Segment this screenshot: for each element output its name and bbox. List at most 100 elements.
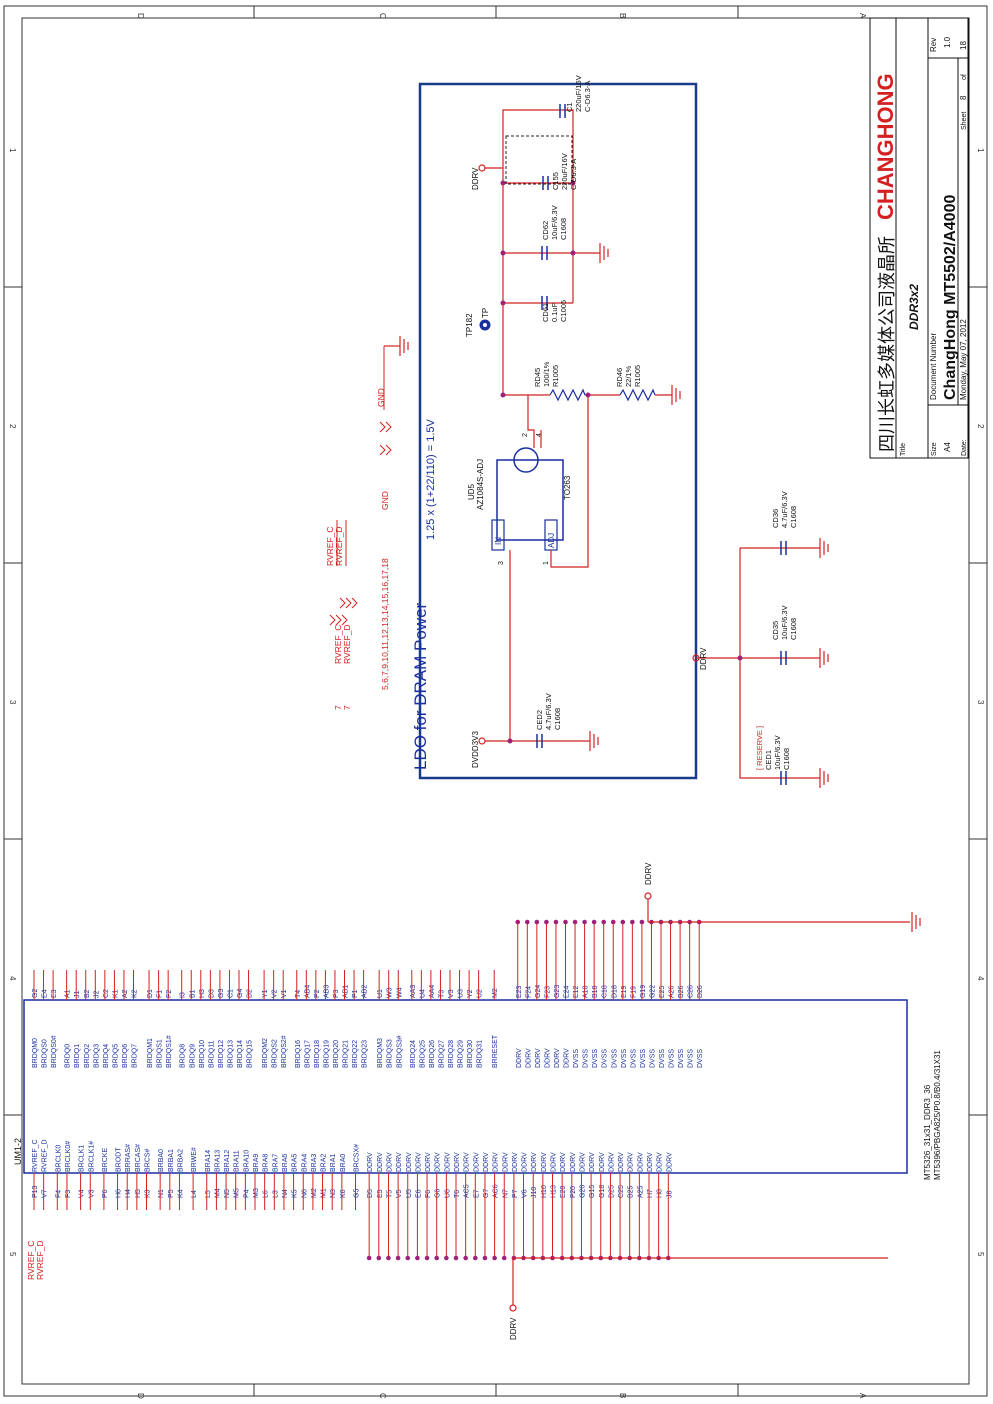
ic-left-signal-10: BRCS#	[145, 1149, 152, 1172]
rd45-label-2: R1005	[551, 365, 560, 387]
ic-right-ball-18: G3	[218, 989, 225, 998]
pin1-num: 1	[543, 561, 550, 565]
ic-left-ball-40: T6	[454, 1190, 461, 1198]
ldo-formula: 1.25 x (1+22/110) = 1.5V	[425, 418, 437, 540]
ic-left-signal-1: RVREF_D	[42, 1139, 49, 1172]
ic-left-signal-23: BRA6	[282, 1154, 289, 1172]
ic-left-signal-54: DDRV	[589, 1152, 596, 1172]
ic-right-signal-45: DDRV	[516, 1048, 523, 1068]
sheet-title: DDR3x2	[907, 284, 921, 330]
ic-left-signal-40: DDRV	[454, 1152, 461, 1172]
ic-right-ball-56: E19	[621, 985, 628, 998]
ic-left-signal-41: DDRV	[464, 1152, 471, 1172]
ic-left-signal-46: DDRV	[512, 1152, 519, 1172]
ic-right-signal-32: BRDQ23	[362, 1040, 369, 1068]
zone-top-b: B	[618, 13, 627, 18]
cd36-label-0: CD36	[771, 509, 780, 528]
rvref-d-dst: RVREF_D	[334, 526, 344, 566]
ic-right-signal-19: BRDQ13	[227, 1040, 234, 1068]
ic-right-ball-15: B1	[189, 989, 196, 998]
ic-left-signal-18: BRA11	[234, 1150, 241, 1172]
cd35-label-2: C1608	[789, 618, 798, 640]
ced1-label-1: CED1	[764, 750, 773, 770]
ic-right-signal-42: BRDQ30	[467, 1040, 474, 1068]
rd46-body	[619, 388, 656, 402]
ic-left-ball-30: G5	[354, 1189, 361, 1198]
zone-left-3: 3	[8, 700, 17, 705]
zone-left-1: 1	[8, 148, 17, 153]
ic-right-signal-55: DVSS	[611, 1049, 618, 1068]
ic-right-ball-57: F19	[630, 986, 637, 998]
ic-left-ball-49: H10	[541, 1185, 548, 1198]
ic-right-ball-21: D2	[247, 989, 254, 998]
ic-left-signal-20: BRA9	[253, 1154, 260, 1172]
ud5-part: AZ1084S-ADJ	[476, 459, 485, 510]
ic-right-signal-38: BRDQ26	[429, 1040, 436, 1068]
date-label: Date:	[961, 439, 968, 456]
ref-gnd-label: GND	[380, 491, 390, 510]
ic-right-signal-36: BRDQ24	[410, 1040, 417, 1068]
zone-left-4: 4	[8, 976, 17, 981]
ic-left-signal-61: DDRV	[657, 1152, 664, 1172]
ic-right-ball-58: G19	[640, 985, 647, 998]
c1-label-1: 220uF/16V	[574, 75, 583, 112]
ud5-body	[496, 459, 564, 541]
ic-left-signal-62: DDRV	[666, 1152, 673, 1172]
zone-left-5: 5	[8, 1252, 17, 1257]
ic-right-ball-0: G2	[32, 989, 39, 998]
ic-left-ball-32: E5	[377, 1189, 384, 1198]
ic-left-ball-6: P6	[102, 1189, 109, 1198]
ic-right-signal-7: BRDQ4	[103, 1044, 110, 1068]
ic-left-signal-32: DDRV	[377, 1152, 384, 1172]
ic-right-ball-30: AB1	[343, 985, 350, 998]
ic-left-ball-16: M4	[214, 1188, 221, 1198]
ic-left-ball-53: G20	[579, 1185, 586, 1198]
ic-left-ball-0: P13	[32, 1185, 39, 1198]
ic-right-signal-49: DDRV	[554, 1048, 561, 1068]
ic-right-ball-25: T4	[295, 990, 302, 998]
ic-right-ball-34: W3	[387, 987, 394, 998]
ic-left-ball-42: E7	[473, 1189, 480, 1198]
ic-left-signal-7: BRODT	[116, 1147, 123, 1172]
zone-right-4: 4	[976, 976, 985, 981]
ic-left-signal-42: DDRV	[473, 1152, 480, 1172]
ic-right-ball-50: E24	[564, 985, 571, 998]
ic-right-ball-43: U2	[477, 989, 484, 998]
ic-rvref-c: RVREF_C	[26, 1240, 36, 1280]
ic-right-ball-59: G22	[649, 985, 656, 998]
ic-left-ball-47: V6	[522, 1189, 529, 1198]
ic-right-signal-11: BRDQM1	[147, 1038, 154, 1068]
ic-right-signal-1: BRDQS0	[42, 1039, 49, 1068]
zone-right-2: 2	[976, 424, 985, 429]
docnum-label: Document Number	[929, 333, 938, 400]
cd61-label-2: C1005	[559, 300, 568, 322]
ic-left-ball-59: A25	[637, 1185, 644, 1198]
ic-left-signal-52: DDRV	[570, 1152, 577, 1172]
ic-right-ball-19: C1	[227, 989, 234, 998]
ic-left-signal-56: DDRV	[608, 1152, 615, 1172]
ic-right-ball-32: AB2	[362, 985, 369, 998]
ic-right-signal-59: DVSS	[649, 1049, 656, 1068]
ic-right-signal-47: DDRV	[535, 1048, 542, 1068]
ic-left-ball-44: AC6	[493, 1184, 500, 1198]
um1-2-body	[23, 999, 908, 1174]
ic-right-ball-63: C26	[688, 985, 695, 998]
ic-right-signal-4: BRDQ1	[74, 1044, 81, 1068]
ic-right-ball-13: F2	[166, 990, 173, 998]
c1-label-0: C1	[565, 102, 574, 112]
ic-right-ball-24: V1	[281, 989, 288, 998]
ic-right-ball-27: P2	[314, 989, 321, 998]
ic-left-ball-19: P4	[243, 1189, 250, 1198]
cd62-label-1: 10uF/6.3V	[550, 205, 559, 240]
ic-right-signal-17: BRDQ11	[208, 1040, 215, 1068]
ic-left-ball-38: G6	[435, 1189, 442, 1198]
ic-right-ball-35: W4	[396, 987, 403, 998]
ud5-tab	[513, 447, 539, 473]
ic-right-ball-55: D18	[611, 985, 618, 998]
ic-left-signal-48: DDRV	[531, 1152, 538, 1172]
ic-left-signal-34: DDRV	[396, 1152, 403, 1172]
cd62-label-2: C1608	[559, 218, 568, 240]
ic-left-ball-28: N3	[330, 1189, 337, 1198]
ic-right-signal-12: BRDQS1	[157, 1039, 164, 1068]
ic-right-signal-13: BRDQS1#	[166, 1035, 173, 1068]
